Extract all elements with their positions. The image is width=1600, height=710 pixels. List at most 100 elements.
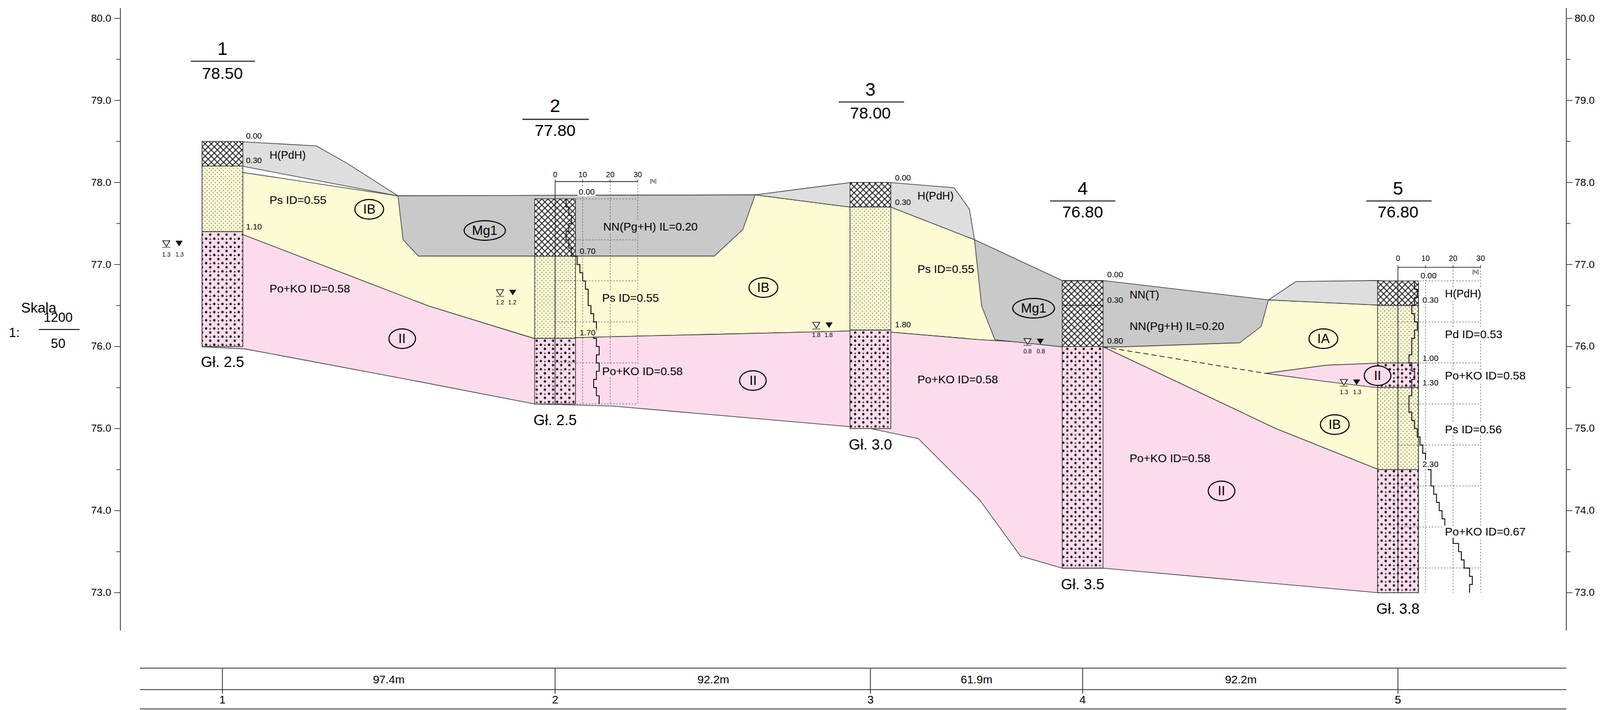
water-line	[812, 328, 821, 330]
axis-tick	[116, 469, 121, 470]
section-label: 0.30	[893, 197, 912, 207]
group-code: Mg1	[1020, 300, 1047, 316]
section-label: 2.30	[1421, 459, 1440, 469]
section-label: 50	[50, 337, 67, 351]
chart-tick	[1397, 265, 1399, 268]
section-label: Po+KO ID=0.58	[268, 282, 352, 295]
chart-tick	[609, 179, 611, 182]
section-label: 0	[551, 170, 559, 179]
axis-tick	[116, 222, 121, 224]
water-level-symbol	[162, 240, 183, 248]
section-label: 1.10	[244, 222, 263, 232]
section-label: 1.70	[578, 328, 597, 338]
borehole-segment	[849, 182, 891, 208]
section-label: 1.2	[507, 300, 518, 307]
section-label: 30	[1475, 253, 1487, 263]
axis-tick	[114, 510, 121, 512]
group-code: Mg1	[471, 222, 498, 239]
section-label: Ps ID=0.55	[916, 263, 975, 276]
section-label: 4	[1078, 693, 1088, 706]
chart-tick	[554, 179, 556, 182]
water-level-symbol	[812, 322, 833, 329]
section-label: 76.0	[1573, 340, 1596, 352]
section-label: 78.0	[1573, 177, 1596, 189]
gravel-layer	[202, 231, 1419, 593]
section-label: [N]	[1471, 269, 1480, 275]
section-label: Ps ID=0.56	[1443, 423, 1503, 436]
section-label: 0.30	[1421, 295, 1440, 305]
penetration-graph	[1409, 281, 1473, 594]
section-label: 20	[1447, 253, 1459, 263]
water-triangle	[496, 289, 504, 296]
table-rule	[139, 708, 1567, 710]
section-label: 10	[577, 170, 589, 179]
group-code: II	[1373, 368, 1381, 384]
section-label: 0.00	[244, 131, 263, 141]
soil-group-marker: II	[1363, 365, 1392, 387]
chart-grid	[555, 280, 638, 282]
water-line	[495, 296, 504, 297]
section-label: 1200	[42, 310, 74, 325]
soil-group-marker: IB	[354, 198, 385, 220]
chart-grid	[1397, 280, 1481, 282]
axis-tick	[1566, 510, 1573, 512]
section-label: 1	[216, 39, 229, 59]
water-triangle	[1340, 379, 1348, 385]
section-label: 0.80	[1106, 336, 1125, 346]
chart-tick	[637, 179, 639, 182]
section-label: H(PdH)	[916, 190, 955, 202]
section-label: 20	[605, 170, 616, 179]
section-label: 30	[632, 170, 644, 179]
chart-grid	[555, 198, 638, 199]
section-label: 0.30	[244, 156, 263, 165]
axis-tick	[114, 100, 121, 101]
section-label: 73.0	[89, 587, 112, 599]
section-label: 2	[549, 96, 562, 116]
section-label: Po+KO ID=0.58	[1443, 369, 1527, 382]
table-tick	[1082, 668, 1084, 694]
section-label: Gł. 3.0	[847, 437, 894, 453]
table-tick	[554, 668, 556, 694]
section-label: 4	[1076, 178, 1089, 199]
section-label: NN(T)	[1128, 289, 1161, 301]
section-label: Gł. 2.5	[532, 412, 578, 428]
section-label: Po+KO ID=0.58	[601, 365, 684, 378]
gravel-lens	[1265, 363, 1419, 388]
table-rule	[139, 689, 1567, 691]
water-triangle	[1353, 379, 1361, 385]
soil-group-marker: IB	[1320, 414, 1350, 435]
section-label: NN(Pg+H) IL=0.20	[601, 220, 699, 233]
section-label: 1:	[7, 325, 21, 340]
section-label: 75.0	[89, 422, 112, 434]
borehole-segment	[849, 207, 891, 331]
soil-group-marker: Mg1	[1012, 297, 1056, 319]
chart-tick	[1480, 265, 1481, 268]
axis-tick	[116, 141, 121, 142]
group-code: II	[749, 372, 757, 389]
axis-tick	[1566, 551, 1571, 552]
group-code: IB	[1328, 416, 1342, 433]
section-label: 97.4m	[371, 673, 406, 686]
axis-tick	[1566, 428, 1573, 429]
table-rule	[139, 667, 1567, 669]
section-label: 1.80	[893, 320, 912, 329]
section-label: Po+KO ID=0.67	[1443, 525, 1527, 538]
soil-group-marker: II	[388, 328, 416, 350]
section-label: 79.0	[1573, 95, 1596, 107]
section-label: 1.3	[1352, 389, 1363, 397]
axis-tick	[116, 387, 121, 388]
axis-tick	[1566, 59, 1571, 60]
borehole-column	[202, 141, 244, 347]
section-label: 10	[1420, 253, 1431, 263]
water-triangle	[175, 240, 183, 247]
axis-tick	[1566, 264, 1573, 265]
section-label: 74.0	[1573, 505, 1596, 516]
section-label: 75.0	[1573, 422, 1596, 434]
axis-tick	[114, 17, 121, 19]
water-level-symbol	[1023, 338, 1045, 346]
section-label: 76.80	[1061, 203, 1105, 222]
soil-group-marker: II	[739, 370, 768, 391]
section-label: 0.00	[1419, 271, 1438, 280]
section-label: NN(Pg+H) IL=0.20	[1128, 320, 1226, 333]
soil-group-marker: II	[1207, 480, 1236, 502]
